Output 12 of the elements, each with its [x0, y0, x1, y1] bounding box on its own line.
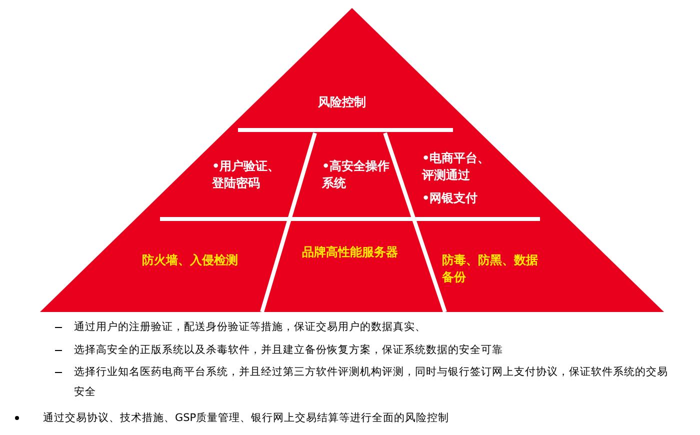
note-text: 通过交易协议、技术措施、GSP质量管理、银行网上交易结算等进行全面的风险控制 [43, 411, 450, 426]
segment-text: 防火墙、入侵检测 [142, 252, 247, 269]
note-text: 选择行业知名医药电商平台系统，并且经过第三方软件评测机构评测，同时与银行签订网上支付协议，保证软件系统的交易安全 [74, 365, 669, 400]
segment-text: •高安全操作系统 [322, 158, 390, 192]
pyramid-title: 风险控制 [318, 94, 366, 111]
note-text: 通过用户的注册验证，配送身份验证等措施，保证交易用户的数据真实、 [74, 320, 427, 335]
segment-text: •用户验证、登陆密码 [212, 158, 287, 192]
segment-text: 品牌高性能服务器 [302, 244, 412, 261]
segment-text: 防毒、防黑、数据备份 [442, 252, 542, 286]
segment-text: •电商平台、评测通过 [422, 150, 491, 184]
segment-text: •网银支付 [422, 190, 479, 207]
note-text: 选择高安全的正版系统以及杀毒软件，并且建立备份恢复方案，保证系统数据的安全可靠 [74, 343, 504, 358]
